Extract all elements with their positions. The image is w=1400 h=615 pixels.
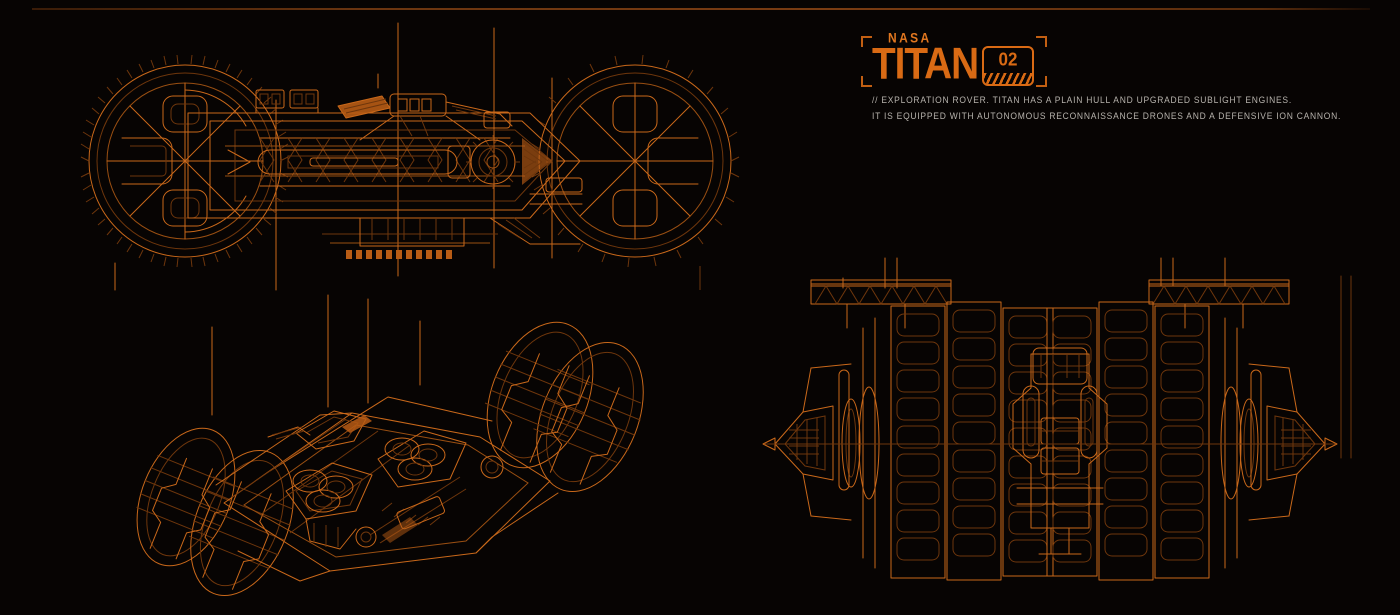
variant-number: 02 — [998, 49, 1018, 70]
corner-bracket-top-left-icon — [861, 36, 872, 47]
iso-rear-wheels — [484, 321, 644, 493]
corner-bracket-bottom-right-icon — [1036, 76, 1047, 87]
top-view-left-wheel — [80, 54, 289, 268]
front-view-right-pod — [1248, 363, 1338, 521]
top-view-right-wheel — [531, 54, 740, 268]
description-line-1: // EXPLORATION ROVER. TITAN HAS A PLAIN … — [872, 94, 1292, 106]
front-view-truss-left — [810, 279, 952, 329]
nasa-wordmark: NASA — [888, 30, 932, 47]
top-plan-view — [60, 18, 760, 291]
top-view-hatch-strip — [346, 250, 452, 259]
iso-engine-pods-secondary — [377, 430, 467, 488]
variant-badge: 02 — [982, 46, 1034, 86]
front-elevation-view — [755, 257, 1365, 598]
iso-antenna-masts — [211, 294, 421, 416]
iso-engine-pods — [285, 462, 373, 550]
iso-side-detail — [369, 476, 467, 544]
top-view-lower-deck — [359, 177, 583, 247]
front-view-left-pod — [762, 363, 852, 521]
top-view-sensor-turret — [337, 73, 513, 141]
titan-logo-lockup: NASA TITAN 02 — [861, 30, 1047, 90]
header-divider-rule — [32, 8, 1370, 10]
description-line-2: IT IS EQUIPPED WITH AUTONOMOUS RECONNAIS… — [872, 109, 1342, 121]
top-view-equipment-bays — [255, 89, 319, 114]
front-view-left-wheels — [838, 301, 1054, 581]
iso-cockpit — [267, 410, 372, 450]
top-view-hull — [187, 112, 581, 259]
iso-front-wheels — [136, 427, 294, 597]
iso-chassis — [215, 396, 559, 582]
description-block: // EXPLORATION ROVER. TITAN HAS A PLAIN … — [872, 93, 1342, 123]
corner-bracket-bottom-left-icon — [861, 76, 872, 87]
isometric-three-quarter-view — [120, 285, 660, 605]
front-view-masts — [842, 257, 1352, 459]
front-view-center-body — [1012, 347, 1108, 555]
hazard-hatch-icon — [984, 73, 1032, 84]
front-view-truss-right — [1148, 279, 1290, 329]
corner-bracket-top-right-icon — [1036, 36, 1047, 47]
titan-wordmark: TITAN — [872, 39, 979, 90]
